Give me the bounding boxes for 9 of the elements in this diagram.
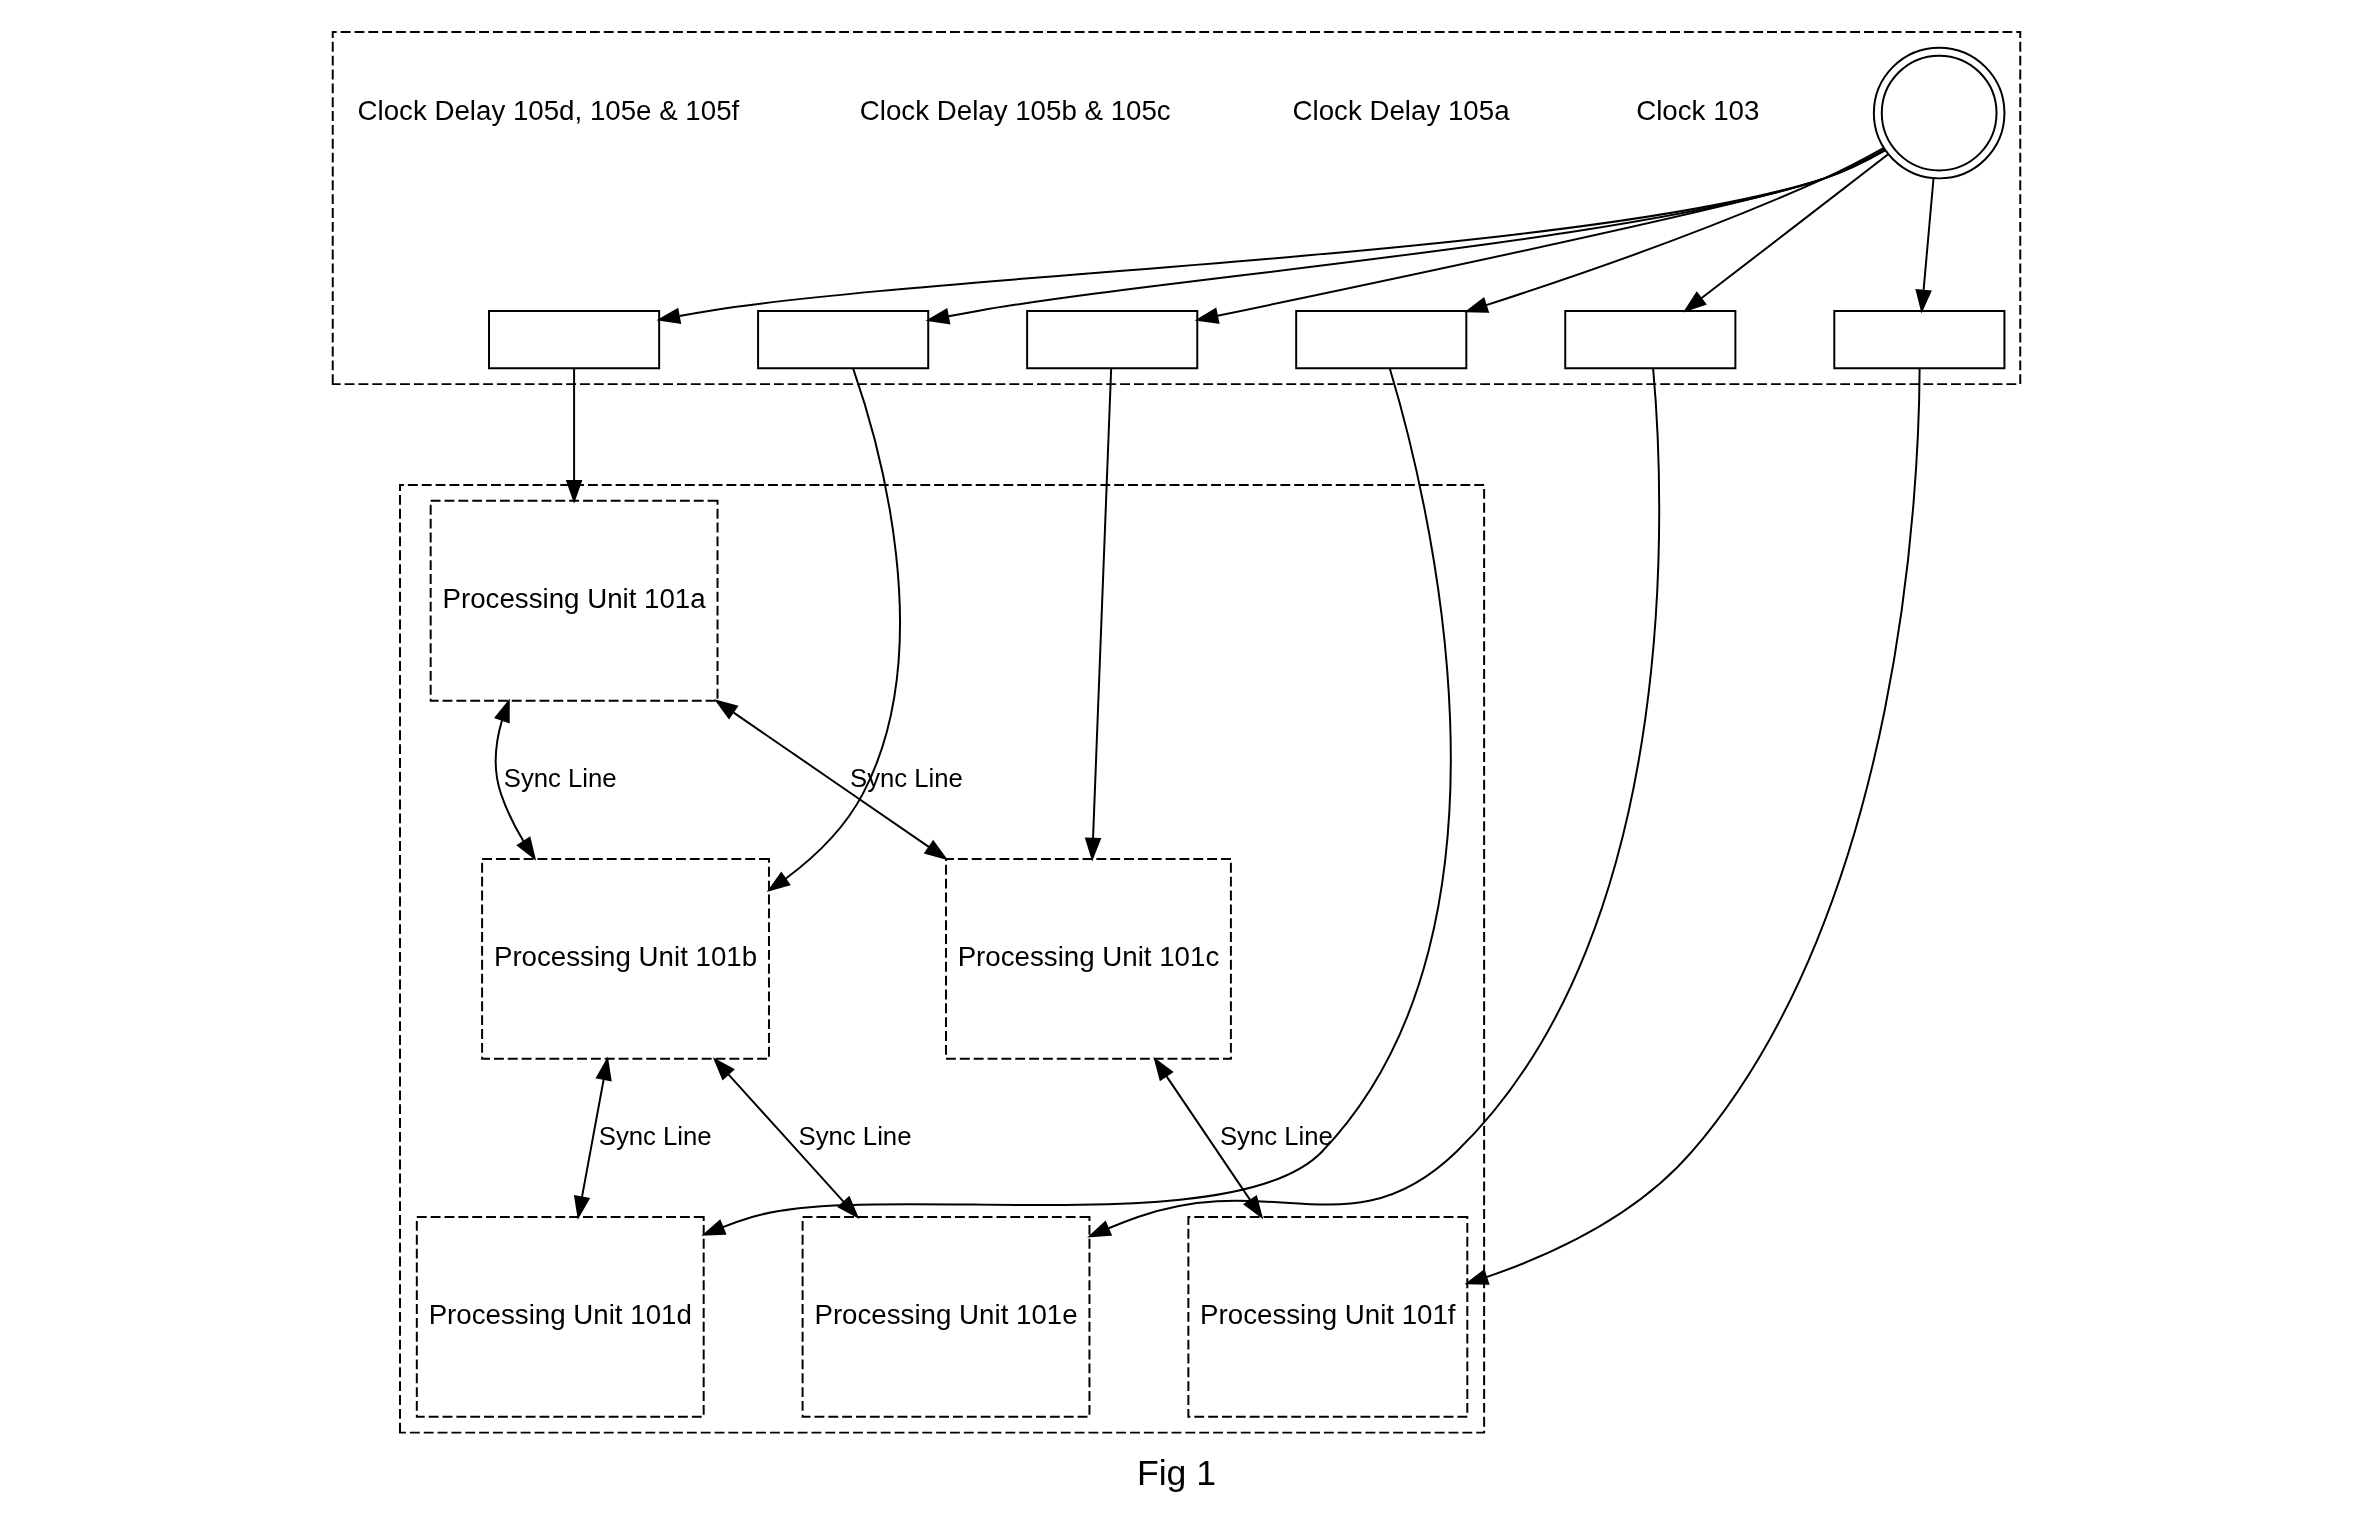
edge-label: Sync Line [503,763,617,792]
label: Clock Delay 105b & 105c [859,95,1171,127]
edge-label: Sync Line [598,1121,712,1150]
edge-label: Sync Line [798,1121,912,1150]
label: Clock Delay 105d, 105e & 105f [357,95,740,127]
edge-label: Sync Line [1219,1121,1333,1150]
caption: Fig 1 [1136,1452,1217,1493]
label: Clock 103 [1636,95,1760,127]
label: Clock Delay 105a [1292,95,1510,127]
